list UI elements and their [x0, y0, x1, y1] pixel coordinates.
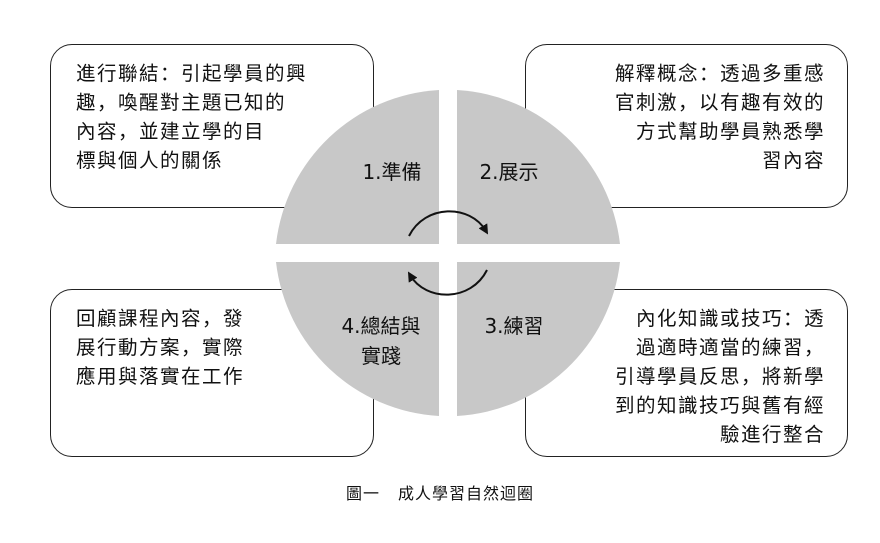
figure-number: 圖一	[345, 484, 380, 503]
quadrant-prepare	[276, 90, 439, 244]
quadrant-label-summarize-line2: 實踐	[361, 344, 401, 368]
box-connect: 進行聯結：引起學員的興趣，喚醒對主題已知的內容，並建立學的目標與個人的關係	[50, 44, 374, 208]
quadrant-summarize	[276, 262, 439, 416]
quadrant-demonstrate	[457, 90, 620, 244]
box-internalize-text: 內化知識或技巧：透過適時適當的練習，引導學員反思，將新學到的知識技巧與舊有經驗進…	[614, 307, 825, 446]
box-explain-text: 解釋概念：透過多重感官刺激，以有趣有效的方式幫助學員熟悉學習內容	[614, 62, 825, 172]
cycle-arrow-top	[408, 210, 489, 237]
quadrant-label-summarize-line1: 4.總結與	[341, 314, 420, 338]
quadrant-label-prepare: 1.準備	[362, 160, 421, 184]
box-connect-text: 進行聯結：引起學員的興趣，喚醒對主題已知的內容，並建立學的目標與個人的關係	[76, 62, 308, 172]
quadrant-label-practice: 3.練習	[484, 314, 543, 338]
figure-title: 成人學習自然迴圈	[398, 484, 535, 503]
quadrant-label-demonstrate: 2.展示	[479, 160, 538, 184]
figure-caption: 圖一成人學習自然迴圈	[0, 480, 880, 504]
cycle-arrow-bottom	[407, 269, 488, 296]
quadrant-practice	[457, 262, 620, 416]
box-review-text: 回顧課程內容，發展行動方案，實際應用與落實在工作	[76, 307, 245, 388]
